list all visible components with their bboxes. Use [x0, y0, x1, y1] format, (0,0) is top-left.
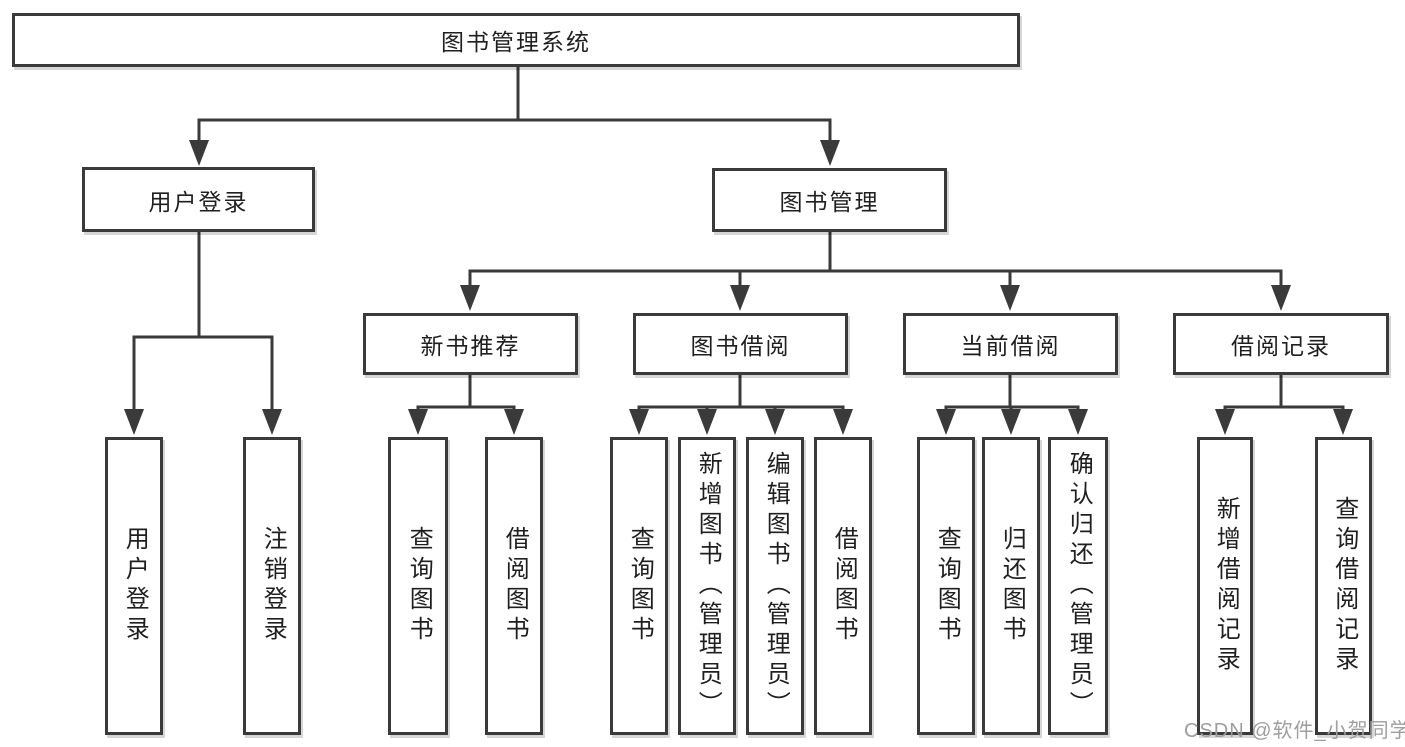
node-label: 借阅记录 [1231, 333, 1331, 359]
node-label: 用户登录 [148, 188, 249, 215]
node-label: 用户登录 [121, 526, 149, 646]
arrow-down-icon [124, 409, 144, 435]
node-current-borrow: 当前借阅 [903, 313, 1118, 375]
node-leaf-query-books: 查询图书 [610, 437, 668, 735]
node-label: 新增借阅记录 [1212, 496, 1240, 676]
node-label: 当前借阅 [960, 333, 1061, 359]
node-user-login: 用户登录 [82, 167, 315, 232]
node-borrow-records: 借阅记录 [1173, 313, 1389, 375]
node-label: 图书借阅 [690, 333, 791, 359]
connector-newbook-rail [416, 405, 516, 410]
node-label: 查询图书 [933, 526, 961, 646]
csdn-watermark: CSDN @软件_小贺同学 [1184, 720, 1405, 742]
arrow-down-icon [1333, 409, 1353, 435]
node-label: 借阅图书 [830, 526, 858, 646]
node-leaf-borrow-books: 借阅图书 [814, 437, 872, 735]
connector-bookmgmt-rail [468, 269, 1283, 286]
arrow-down-icon [262, 409, 282, 435]
node-label: 图书管理 [779, 189, 880, 215]
node-new-book-recommend: 新书推荐 [363, 313, 578, 375]
connector-currentborrow-rail [944, 405, 1080, 410]
node-leaf-edit-books-admin: 编辑图书（管理员） [746, 437, 804, 735]
arrow-down-icon [833, 409, 853, 435]
connector-root-rail [197, 118, 832, 141]
node-leaf-user-login: 用户登录 [105, 437, 163, 735]
connector-records-rail [1223, 405, 1345, 410]
node-label: 归还图书 [998, 526, 1026, 646]
node-label: 查询图书 [405, 526, 433, 646]
node-label: 编辑图书（管理员） [762, 451, 790, 721]
arrow-down-icon [697, 409, 717, 435]
node-leaf-query-books: 查询图书 [388, 437, 448, 735]
arrow-down-icon [1271, 285, 1291, 311]
node-label: 注销登录 [259, 526, 287, 646]
node-leaf-add-borrow-record: 新增借阅记录 [1197, 437, 1253, 735]
arrow-down-icon [408, 409, 428, 435]
node-leaf-borrow-books: 借阅图书 [485, 437, 543, 735]
arrow-down-icon [1215, 409, 1235, 435]
node-label: 图书管理系统 [441, 29, 591, 55]
node-leaf-query-books: 查询图书 [917, 437, 975, 735]
arrow-down-icon [1001, 409, 1021, 435]
arrow-down-icon [820, 140, 840, 166]
connector-userlogin-rail [132, 335, 274, 410]
node-label: 新书推荐 [420, 333, 521, 359]
arrow-down-icon [765, 409, 785, 435]
arrow-down-icon [1068, 409, 1088, 435]
arrow-down-icon [504, 409, 524, 435]
node-leaf-confirm-return-admin: 确认归还（管理员） [1048, 437, 1108, 735]
node-leaf-query-borrow-record: 查询借阅记录 [1315, 437, 1372, 735]
arrow-down-icon [189, 140, 209, 166]
arrow-down-icon [730, 285, 750, 311]
arrow-down-icon [936, 409, 956, 435]
node-leaf-return-books: 归还图书 [982, 437, 1040, 735]
arrow-down-icon [629, 409, 649, 435]
node-book-borrow: 图书借阅 [633, 313, 848, 375]
node-label: 确认归还（管理员） [1065, 451, 1093, 721]
node-book-management: 图书管理 [712, 168, 947, 232]
node-label: 查询图书 [626, 526, 654, 646]
node-label: 借阅图书 [501, 526, 529, 646]
node-leaf-logout: 注销登录 [243, 437, 301, 735]
node-label: 查询借阅记录 [1330, 496, 1358, 676]
node-library-management-system: 图书管理系统 [12, 13, 1020, 67]
node-leaf-add-books-admin: 新增图书（管理员） [678, 437, 736, 735]
arrow-down-icon [460, 285, 480, 311]
arrow-down-icon [1000, 285, 1020, 311]
connector-bookborrow-rail [637, 405, 845, 410]
node-label: 新增图书（管理员） [694, 451, 722, 721]
